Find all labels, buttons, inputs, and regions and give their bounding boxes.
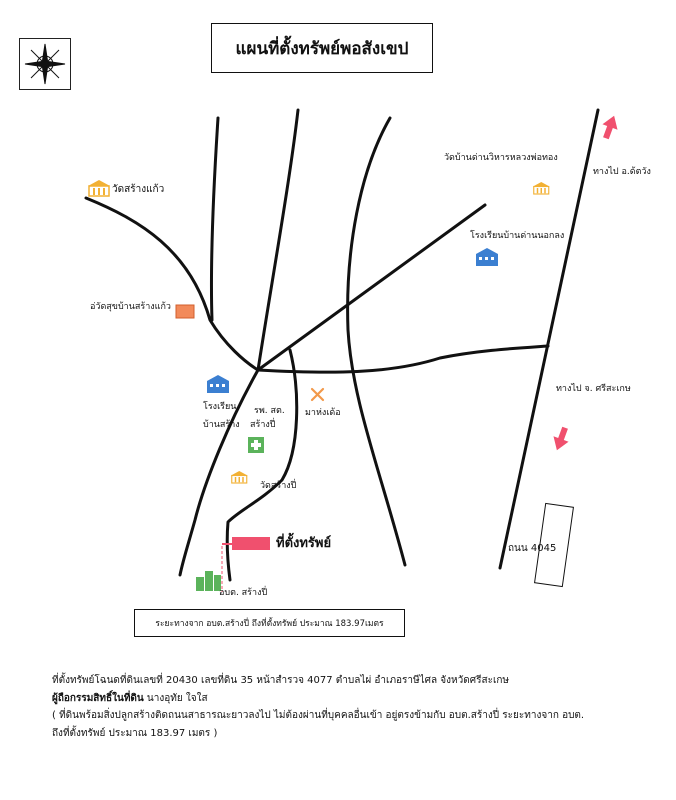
- road-south-mid: [225, 348, 299, 582]
- label-health-center: อ่วัดสุขบ้านสร้างแก้ว: [90, 302, 171, 312]
- label-to-kantang: ทางไป อ.ด้ตวัง: [593, 167, 651, 177]
- road-northeast: [256, 203, 487, 372]
- label-hospital-2: สร้างปี่: [250, 420, 276, 430]
- map-title: แผนที่ตั้งทรัพย์พอสังเขป: [235, 38, 409, 59]
- school-icon-1: [476, 248, 498, 266]
- label-school-ban-sang-1: โรงเรียน: [203, 402, 237, 412]
- arrow-up-icon: [602, 115, 618, 140]
- arrow-down-icon: [553, 426, 569, 451]
- label-property: ที่ตั้งทรัพย์: [276, 536, 332, 551]
- road-east: [256, 344, 550, 374]
- health-center-marker: [175, 304, 195, 319]
- temple-icon-1: [88, 180, 110, 197]
- label-sao-sang-pi: อบต. สร้างปี่: [219, 588, 268, 598]
- road-4045: [498, 108, 600, 570]
- road-4045-box: [534, 502, 574, 588]
- road-curve-east: [346, 116, 407, 567]
- footer-line-3: ( ที่ดินพร้อมสิ่งปลูกสร้างติดถนนสาธารณะย…: [52, 710, 585, 721]
- hospital-icon: [248, 437, 264, 453]
- label-wat-sang-pi: วัดสร้างปี่: [260, 481, 297, 491]
- market-icon: [310, 387, 325, 402]
- road-west: [84, 196, 260, 372]
- label-wat-sang-kaeo: วัดสร้างแก้ว: [112, 184, 165, 195]
- school-icon-2: [207, 375, 229, 393]
- property-marker: [232, 537, 270, 550]
- road-north-2: [256, 108, 300, 372]
- label-hospital-1: รพ. สต.: [254, 406, 285, 416]
- label-market: มาห่งเด้อ: [305, 408, 341, 418]
- temple-icon-2: [533, 182, 550, 195]
- distance-note: ระยะทางจาก อบต.สร้างปี่ ถึงที่ตั้งทรัพย์…: [155, 619, 384, 629]
- footer-line-4: ถึงที่ตั้งทรัพย์ ประมาณ 183.97 เมตร ): [52, 727, 218, 739]
- sao-building-icon: [196, 571, 221, 591]
- road-north-1: [209, 116, 220, 322]
- temple-icon-3: [231, 471, 248, 484]
- label-wat-ban-tan: วัดบ้านด่านวิหารหลวงพ่อทอง: [444, 153, 558, 163]
- owner-name: นางอุทัย ใจใส: [143, 692, 208, 704]
- footer-line-1: ที่ตั้งทรัพย์โฉนดที่ดินเลขที่ 20430 เลขท…: [52, 675, 510, 686]
- label-school-ban-sang-2: บ้านสร้าง: [203, 420, 240, 430]
- compass-rose-icon: [19, 38, 71, 90]
- property-description: ที่ตั้งทรัพย์โฉนดที่ดินเลขที่ 20430 เลขท…: [52, 672, 652, 742]
- owner-label: ผู้ถือกรรมสิทธิ์ในที่ดิน: [52, 692, 144, 704]
- map-title-box: แผนที่ตั้งทรัพย์พอสังเขป: [211, 23, 433, 73]
- label-to-sisaket: ทางไป จ. ศรีสะเกษ: [556, 384, 631, 394]
- label-school-ban-tan: โรงเรียนบ้านด่านนอกลง: [470, 231, 565, 241]
- label-road-4045: ถนน 4045: [508, 543, 557, 554]
- distance-note-box: ระยะทางจาก อบต.สร้างปี่ ถึงที่ตั้งทรัพย์…: [134, 609, 405, 637]
- footer-line-2: ผู้ถือกรรมสิทธิ์ในที่ดิน นางอุทัย ใจใส: [52, 690, 652, 708]
- road-south-west: [178, 368, 260, 577]
